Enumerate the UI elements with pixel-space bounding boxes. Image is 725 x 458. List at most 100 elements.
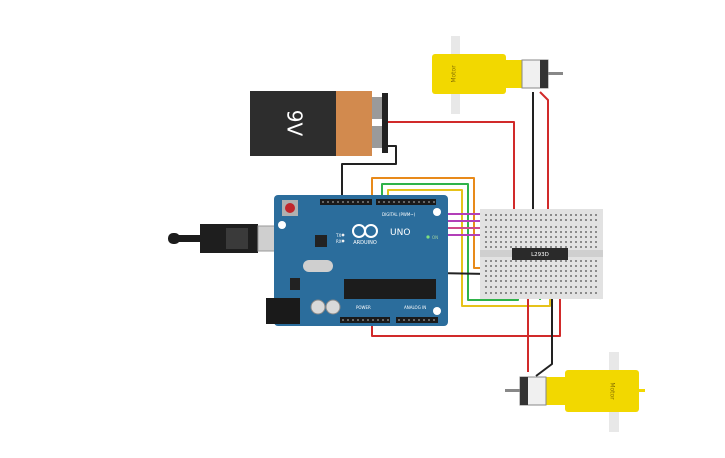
breadboard-hole[interactable]: [555, 246, 557, 248]
breadboard-hole[interactable]: [535, 292, 537, 294]
breadboard-hole[interactable]: [505, 214, 507, 216]
header-pin[interactable]: [362, 201, 364, 203]
breadboard-hole[interactable]: [515, 246, 517, 248]
breadboard-hole[interactable]: [550, 214, 552, 216]
breadboard-hole[interactable]: [585, 280, 587, 282]
arduino-uno[interactable]: ARDUINO UNO DIGITAL (PWM~) ON TX RX POWE…: [266, 195, 448, 326]
breadboard-hole[interactable]: [525, 246, 527, 248]
breadboard-hole[interactable]: [545, 246, 547, 248]
motor-bottom[interactable]: Motor: [505, 352, 645, 432]
breadboard-hole[interactable]: [510, 292, 512, 294]
breadboard-hole[interactable]: [545, 292, 547, 294]
breadboard-hole[interactable]: [595, 214, 597, 216]
header-pin[interactable]: [322, 201, 324, 203]
breadboard-hole[interactable]: [505, 280, 507, 282]
breadboard-hole[interactable]: [545, 280, 547, 282]
breadboard-hole[interactable]: [570, 270, 572, 272]
breadboard-hole[interactable]: [580, 214, 582, 216]
breadboard-hole[interactable]: [520, 214, 522, 216]
header-pin[interactable]: [418, 201, 420, 203]
breadboard-hole[interactable]: [525, 286, 527, 288]
breadboard-hole[interactable]: [545, 231, 547, 233]
breadboard-hole[interactable]: [535, 226, 537, 228]
breadboard-hole[interactable]: [560, 280, 562, 282]
header-pin[interactable]: [337, 201, 339, 203]
breadboard-hole[interactable]: [485, 286, 487, 288]
wire-5v-red[interactable]: [371, 286, 561, 337]
breadboard-hole[interactable]: [500, 275, 502, 277]
breadboard-hole[interactable]: [555, 214, 557, 216]
breadboard-hole[interactable]: [490, 231, 492, 233]
breadboard-hole[interactable]: [505, 286, 507, 288]
breadboard-hole[interactable]: [490, 241, 492, 243]
digital-header-1[interactable]: [320, 199, 372, 205]
breadboard-hole[interactable]: [525, 280, 527, 282]
breadboard-hole[interactable]: [555, 241, 557, 243]
breadboard-hole[interactable]: [515, 280, 517, 282]
breadboard-hole[interactable]: [580, 275, 582, 277]
breadboard-hole[interactable]: [585, 265, 587, 267]
breadboard-hole[interactable]: [555, 292, 557, 294]
breadboard-hole[interactable]: [585, 270, 587, 272]
breadboard-hole[interactable]: [520, 231, 522, 233]
breadboard-hole[interactable]: [510, 280, 512, 282]
breadboard-hole[interactable]: [530, 260, 532, 262]
breadboard-hole[interactable]: [505, 241, 507, 243]
breadboard-hole[interactable]: [595, 265, 597, 267]
breadboard-hole[interactable]: [535, 280, 537, 282]
breadboard-hole[interactable]: [550, 260, 552, 262]
breadboard-hole[interactable]: [505, 231, 507, 233]
breadboard-hole[interactable]: [530, 236, 532, 238]
breadboard-hole[interactable]: [495, 219, 497, 221]
breadboard-hole[interactable]: [550, 270, 552, 272]
motor-top[interactable]: Motor: [432, 36, 563, 114]
breadboard-hole[interactable]: [495, 265, 497, 267]
breadboard-hole[interactable]: [595, 286, 597, 288]
breadboard-hole[interactable]: [500, 286, 502, 288]
breadboard-hole[interactable]: [565, 214, 567, 216]
breadboard-hole[interactable]: [530, 219, 532, 221]
breadboard-hole[interactable]: [580, 292, 582, 294]
breadboard-hole[interactable]: [535, 236, 537, 238]
breadboard-hole[interactable]: [505, 265, 507, 267]
breadboard-hole[interactable]: [535, 214, 537, 216]
breadboard-hole[interactable]: [560, 275, 562, 277]
breadboard-hole[interactable]: [495, 270, 497, 272]
header-pin[interactable]: [367, 201, 369, 203]
breadboard-hole[interactable]: [535, 241, 537, 243]
breadboard-hole[interactable]: [575, 236, 577, 238]
analog-header[interactable]: [396, 317, 438, 323]
header-pin[interactable]: [378, 201, 380, 203]
breadboard-hole[interactable]: [555, 219, 557, 221]
header-pin[interactable]: [413, 319, 415, 321]
header-pin[interactable]: [387, 319, 389, 321]
breadboard-hole[interactable]: [505, 219, 507, 221]
breadboard-hole[interactable]: [540, 214, 542, 216]
breadboard[interactable]: L293D: [480, 209, 603, 299]
breadboard-hole[interactable]: [540, 270, 542, 272]
breadboard-hole[interactable]: [495, 214, 497, 216]
header-pin[interactable]: [367, 319, 369, 321]
breadboard-hole[interactable]: [520, 292, 522, 294]
breadboard-hole[interactable]: [580, 226, 582, 228]
breadboard-hole[interactable]: [560, 265, 562, 267]
breadboard-hole[interactable]: [560, 219, 562, 221]
breadboard-hole[interactable]: [575, 214, 577, 216]
breadboard-hole[interactable]: [565, 226, 567, 228]
breadboard-hole[interactable]: [575, 246, 577, 248]
breadboard-hole[interactable]: [520, 270, 522, 272]
breadboard-hole[interactable]: [495, 236, 497, 238]
breadboard-hole[interactable]: [520, 286, 522, 288]
breadboard-hole[interactable]: [590, 236, 592, 238]
breadboard-hole[interactable]: [520, 241, 522, 243]
breadboard-hole[interactable]: [550, 236, 552, 238]
breadboard-hole[interactable]: [505, 236, 507, 238]
breadboard-hole[interactable]: [580, 219, 582, 221]
breadboard-hole[interactable]: [585, 226, 587, 228]
breadboard-hole[interactable]: [530, 270, 532, 272]
wire-battery-positive[interactable]: [386, 121, 515, 218]
breadboard-hole[interactable]: [510, 231, 512, 233]
digital-header-2[interactable]: [376, 199, 436, 205]
breadboard-hole[interactable]: [585, 246, 587, 248]
breadboard-hole[interactable]: [595, 241, 597, 243]
